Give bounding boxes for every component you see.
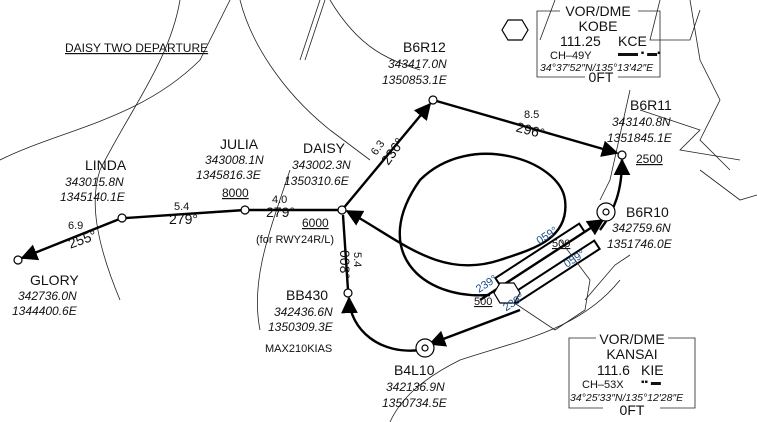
leg-bb430-daisy-dist: 5.4 <box>351 252 363 267</box>
leg-linda-glory-dist: 6.9 <box>68 220 83 232</box>
bb430-lat: 342436.6N <box>274 305 333 319</box>
kobe-elev: 0FT <box>589 69 614 85</box>
bb430-label: BB430 <box>286 287 328 303</box>
leg-linda-glory <box>20 216 123 261</box>
b6r10-lon: 1351746.0E <box>607 237 673 251</box>
leg-b4l10-bb430 <box>341 296 421 352</box>
julia-lat: 343008.1N <box>205 153 264 167</box>
kansai-ident: KIE <box>641 362 664 378</box>
kobe-vor-icon <box>501 19 529 41</box>
b4l10-lon: 1350734.5E <box>382 396 448 410</box>
waypoint-bb430-icon <box>343 288 353 298</box>
waypoint-julia-icon <box>240 205 250 215</box>
glory-lon: 1344400.6E <box>12 304 78 318</box>
kansai-vor-icon <box>493 282 521 304</box>
waypoint-daisy-icon <box>337 205 347 215</box>
b6r11-label: B6R11 <box>630 97 672 113</box>
kansai-freq: 111.6 <box>597 362 630 378</box>
leg-b6r12-b6r11 <box>432 98 619 157</box>
julia-alt: 8000 <box>222 186 249 200</box>
kansai-vor-info-box: VOR/DME KANSAI 111.6 KIE CH–53X ▪▪ ▬ 34°… <box>568 331 696 418</box>
waypoint-glory-icon <box>13 255 23 265</box>
kobe-morse: ▬▬ ▪ ▬▪ <box>618 48 661 59</box>
daisy-note: (for RWY24R/L) <box>256 234 334 246</box>
daisy-alt: 6000 <box>302 216 329 230</box>
daisy-label: DAISY <box>303 140 346 156</box>
waypoint-b6r12-icon <box>428 95 438 105</box>
linda-lon: 1345140.1E <box>60 190 126 204</box>
b6r10-lat: 342759.6N <box>612 221 671 235</box>
leg-daisy-julia-course: 279° <box>266 204 295 220</box>
bb430-speed: MAX210KIAS <box>265 343 332 355</box>
b6r11-lon: 1351845.1E <box>607 131 673 145</box>
kobe-name: KOBE <box>579 18 618 34</box>
chart-title: DAISY TWO DEPARTURE <box>65 41 208 55</box>
kobe-vor-info-box: VOR/DME KOBE 111.25 KCE CH–49Y ▬▬ ▪ ▬▪ 3… <box>536 3 661 85</box>
alt-500-b: 500 <box>474 296 492 308</box>
leg-daisy-julia-dist: 4.0 <box>272 194 287 206</box>
julia-label: JULIA <box>220 136 259 152</box>
leg-julia-linda-dist: 5.4 <box>174 201 189 213</box>
kobe-ident: KCE <box>618 33 647 49</box>
waypoint-linda-icon <box>117 213 127 223</box>
leg-runway-b4l10 <box>428 308 521 347</box>
kobe-freq: 111.25 <box>560 33 601 49</box>
leg-daisy-b6r12-course: 236° <box>378 135 408 168</box>
leg-arrival-daisy <box>345 152 567 297</box>
leg-daisy-b6r12 <box>341 102 432 211</box>
kansai-name: KANSAI <box>606 346 657 362</box>
bb430-lon: 1350309.3E <box>268 320 334 334</box>
b6r10-label: B6R10 <box>626 204 669 220</box>
leg-bb430-daisy-course: 008° <box>337 250 353 279</box>
runway-059-label-b: 059° <box>562 248 588 270</box>
b6r11-alt: 2500 <box>636 152 663 166</box>
kansai-type: VOR/DME <box>599 331 664 347</box>
glory-lat: 342736.0N <box>18 289 77 303</box>
b4l10-lat: 342136.9N <box>386 380 445 394</box>
linda-lat: 343015.8N <box>65 175 124 189</box>
leg-b6r12-b6r11-course: 296° <box>514 119 546 142</box>
b6r12-lat: 343417.0N <box>388 57 447 71</box>
b6r12-label: B6R12 <box>403 39 446 55</box>
leg-b6r12-b6r11-dist: 8.5 <box>524 109 539 121</box>
alt-500-a: 500 <box>552 238 570 250</box>
b6r11-lat: 343140.8N <box>612 115 671 129</box>
linda-label: LINDA <box>85 157 127 173</box>
daisy-lon: 1350310.6E <box>284 174 350 188</box>
leg-bb430-daisy <box>341 214 350 291</box>
kobe-channel: CH–49Y <box>550 50 592 62</box>
kansai-coords: 34°25′33″N/135°12′28″E <box>570 392 684 404</box>
leg-julia-linda-course: 279° <box>169 211 198 227</box>
b4l10-label: B4L10 <box>394 362 435 378</box>
julia-lon: 1345816.3E <box>196 168 262 182</box>
waypoint-markers <box>13 19 627 358</box>
b6r12-lon: 1350853.1E <box>382 73 448 87</box>
kansai-morse: ▪▪ ▬ <box>641 377 661 388</box>
kansai-channel: CH–53X <box>582 379 624 391</box>
kobe-type: VOR/DME <box>565 3 630 19</box>
waypoint-b6r11-icon <box>617 150 627 160</box>
kobe-coords: 34°37′52″N/135°13′42″E <box>540 62 654 74</box>
routes <box>20 98 631 352</box>
daisy-lat: 343002.3N <box>292 158 351 172</box>
leg-julia-linda <box>125 208 246 220</box>
glory-label: GLORY <box>30 272 79 288</box>
kansai-elev: 0FT <box>620 402 645 418</box>
